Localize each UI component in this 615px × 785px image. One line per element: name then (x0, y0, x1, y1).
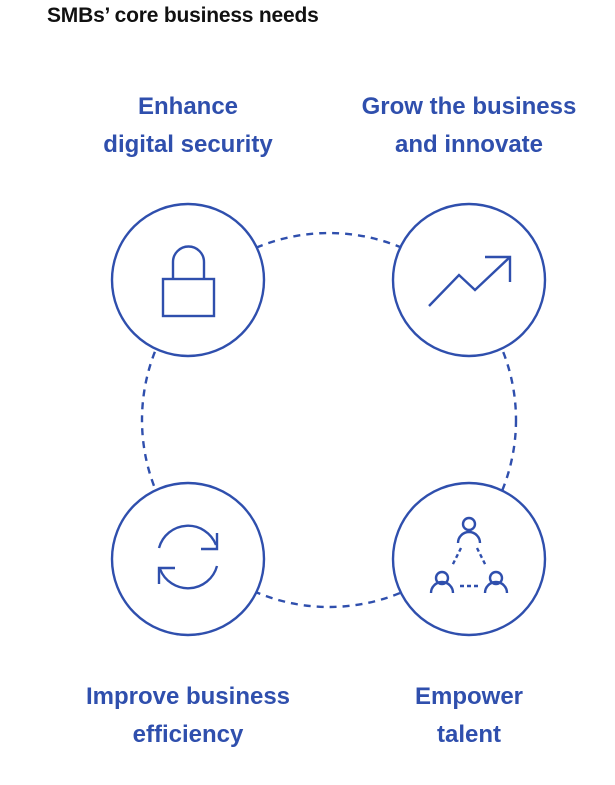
label-line: efficiency (132, 721, 244, 748)
label-line: Enhance (137, 93, 239, 120)
people-network-icon (429, 516, 509, 594)
trend-up-icon (428, 255, 512, 307)
need-label-security: Enhance digital security (48, 88, 328, 164)
need-label-growth: Grow the business and innovate (329, 88, 609, 164)
growth-circle (391, 202, 547, 358)
refresh-icon (157, 524, 219, 590)
talent-circle (391, 481, 547, 637)
label-line: and innovate (394, 131, 544, 158)
label-line: Improve business (85, 683, 291, 710)
dashed-connector-ring (140, 231, 518, 609)
need-label-talent: Empower talent (329, 678, 609, 754)
efficiency-circle (110, 481, 266, 637)
label-line: Grow the business (361, 93, 577, 120)
need-label-efficiency: Improve business efficiency (48, 678, 328, 754)
diagram-title: SMBs’ core business needs (47, 4, 319, 27)
lock-icon (161, 245, 216, 318)
label-line: Empower (414, 683, 524, 710)
label-line: digital security (103, 131, 273, 158)
label-line: talent (436, 721, 501, 748)
